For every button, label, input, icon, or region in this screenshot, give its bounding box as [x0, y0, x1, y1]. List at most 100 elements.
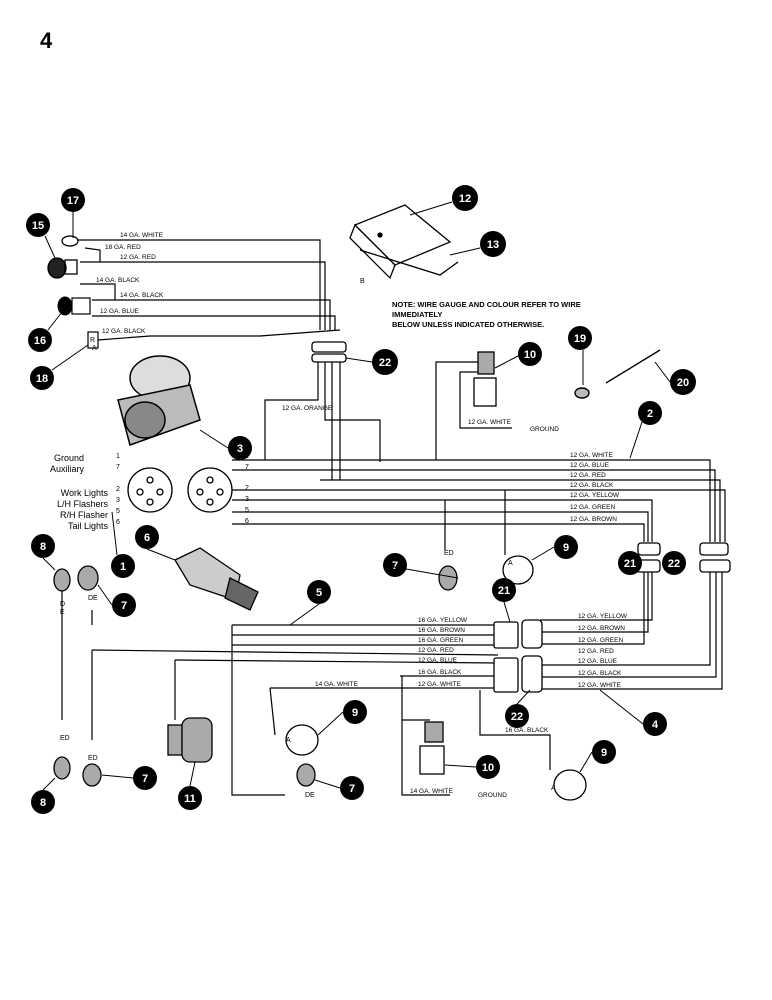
callout-11: 11 — [184, 793, 196, 805]
callout-22-top: 22 — [379, 357, 391, 369]
letter-b: B — [360, 278, 365, 285]
wire-14-black-b — [92, 299, 331, 330]
wire-r-brown — [540, 572, 649, 633]
pin-6-right: 6 — [245, 518, 249, 525]
callout-20: 20 — [677, 377, 689, 389]
pin-6-left: 6 — [116, 519, 120, 526]
callout-21-top: 21 — [624, 558, 636, 570]
pin-2-left: 2 — [116, 486, 120, 493]
label-auxiliary: Auxiliary — [50, 464, 85, 474]
wl-18-red: 18 GA. RED — [105, 244, 141, 251]
callout-21-mid: 21 — [498, 585, 510, 597]
callout-9-b: 9 — [352, 707, 358, 719]
wire-orange-drop — [264, 360, 319, 460]
component-16-switch — [57, 296, 91, 316]
letter-a-9c: A — [551, 785, 556, 792]
wl-r12-red: 12 GA. RED — [578, 648, 614, 655]
wl-12-white-gnd: 12 GA. WHITE — [468, 419, 512, 426]
wl-h-green: 12 GA. GREEN — [570, 504, 615, 511]
wl-ground-bottom: GROUND — [478, 792, 507, 799]
wl-12-orange: 12 GA. ORANGE — [282, 405, 333, 412]
terminal-letters: B R A D E DE ED A ED ED A DE A — [60, 278, 556, 799]
wl-ground-top: GROUND — [530, 426, 559, 433]
pin-2-right: 2 — [245, 485, 249, 492]
wl-14-white-top: 14 GA. WHITE — [120, 232, 164, 239]
callout-8-bottom: 8 — [40, 797, 46, 809]
wire-12-red-top — [80, 261, 326, 330]
wl-b16-green: 16 GA. GREEN — [418, 637, 463, 644]
note-line-2: BELOW UNLESS INDICATED OTHERWISE. — [392, 320, 545, 329]
pin-5-left: 5 — [116, 508, 120, 515]
wl-b14-white: 14 GA. WHITE — [315, 681, 359, 688]
wl-b16-black: 16 GA. BLACK — [418, 669, 462, 676]
wl-r12-yellow: 12 GA. YELLOW — [578, 613, 628, 620]
wl-h-black: 12 GA. BLACK — [570, 482, 614, 489]
wl-h-blue: 12 GA. BLUE — [570, 462, 610, 469]
component-10-top — [473, 351, 497, 407]
callout-22-mid: 22 — [511, 711, 523, 723]
harness-brown — [232, 523, 645, 542]
harness-green — [232, 511, 649, 542]
wl-h-brown: 12 GA. BROWN — [570, 516, 617, 523]
wire-10-ground-lower — [401, 720, 450, 796]
harness-yellow — [232, 499, 653, 542]
component-10-bottom — [419, 721, 445, 775]
wl-r12-white: 12 GA. WHITE — [578, 682, 622, 689]
wire-16-black-low — [479, 690, 551, 770]
wire-22-drop-b — [324, 360, 381, 462]
letter-de-7d: DE — [305, 792, 315, 799]
callout-18: 18 — [36, 373, 48, 385]
wl-r12-brown: 12 GA. BROWN — [578, 625, 625, 632]
wl-14-black-a: 14 GA. BLACK — [96, 277, 140, 284]
component-6-socket-pins — [127, 467, 233, 513]
lamps-7-8-9 — [53, 555, 587, 801]
callout-7-b: 7 — [392, 560, 398, 572]
pin-5-right: 5 — [245, 507, 249, 514]
wl-12-black-top: 12 GA. BLACK — [102, 328, 146, 335]
callout-10-bottom: 10 — [482, 762, 494, 774]
wl-h-white: 12 GA. WHITE — [570, 452, 614, 459]
letter-a-18: A — [92, 345, 97, 352]
note-line-1: NOTE: WIRE GAUGE AND COLOUR REFER TO WIR… — [392, 300, 581, 319]
wire-18-red — [84, 247, 101, 262]
callout-15: 15 — [32, 220, 44, 232]
letter-ed-7b: ED — [444, 550, 454, 557]
callout-7-a: 7 — [121, 600, 127, 612]
pin-numbers: 1 7 2 3 5 6 1 7 2 3 5 6 — [116, 453, 249, 526]
component-17-bulb — [61, 235, 79, 247]
wire-labels: 14 GA. WHITE 18 GA. RED 12 GA. RED 14 GA… — [96, 232, 628, 799]
callout-bubbles — [26, 185, 696, 814]
wire-10-ground — [459, 371, 512, 429]
wire-r-blue — [540, 572, 711, 666]
harness-red — [320, 479, 721, 542]
pin-7-right: 7 — [245, 464, 249, 471]
wire-7-bottom — [231, 625, 285, 796]
letter-r: R — [90, 337, 95, 344]
component-12-bracket — [349, 204, 459, 280]
wire-14-black-a — [80, 283, 116, 300]
callout-12: 12 — [459, 193, 471, 205]
letter-a-9b: A — [286, 737, 291, 744]
harness-white — [232, 459, 711, 542]
component-3-socket — [117, 355, 201, 446]
wl-b16-yellow: 16 GA. YELLOW — [418, 617, 468, 624]
label-tail-lights: Tail Lights — [68, 521, 109, 531]
wl-12-red-top: 12 GA. RED — [120, 254, 156, 261]
wire-r-white — [540, 572, 723, 690]
callout-22-right: 22 — [668, 558, 680, 570]
pin-1-left: 1 — [116, 453, 120, 460]
callout-13: 13 — [487, 239, 499, 251]
callout-4: 4 — [652, 719, 659, 731]
page-number: 4 — [40, 28, 53, 53]
wl-14-black-b: 14 GA. BLACK — [120, 292, 164, 299]
wl-b12-red: 12 GA. RED — [418, 647, 454, 654]
callout-7-c: 7 — [142, 773, 148, 785]
wire-r-green — [540, 572, 645, 645]
wire-note: NOTE: WIRE GAUGE AND COLOUR REFER TO WIR… — [392, 300, 592, 330]
callout-7-d: 7 — [349, 783, 355, 795]
component-11-motor — [167, 717, 213, 763]
letter-e-left: E — [60, 609, 65, 616]
wire-10-top-a — [435, 361, 478, 460]
pin-3-left: 3 — [116, 497, 120, 504]
leader-lines — [42, 201, 671, 791]
